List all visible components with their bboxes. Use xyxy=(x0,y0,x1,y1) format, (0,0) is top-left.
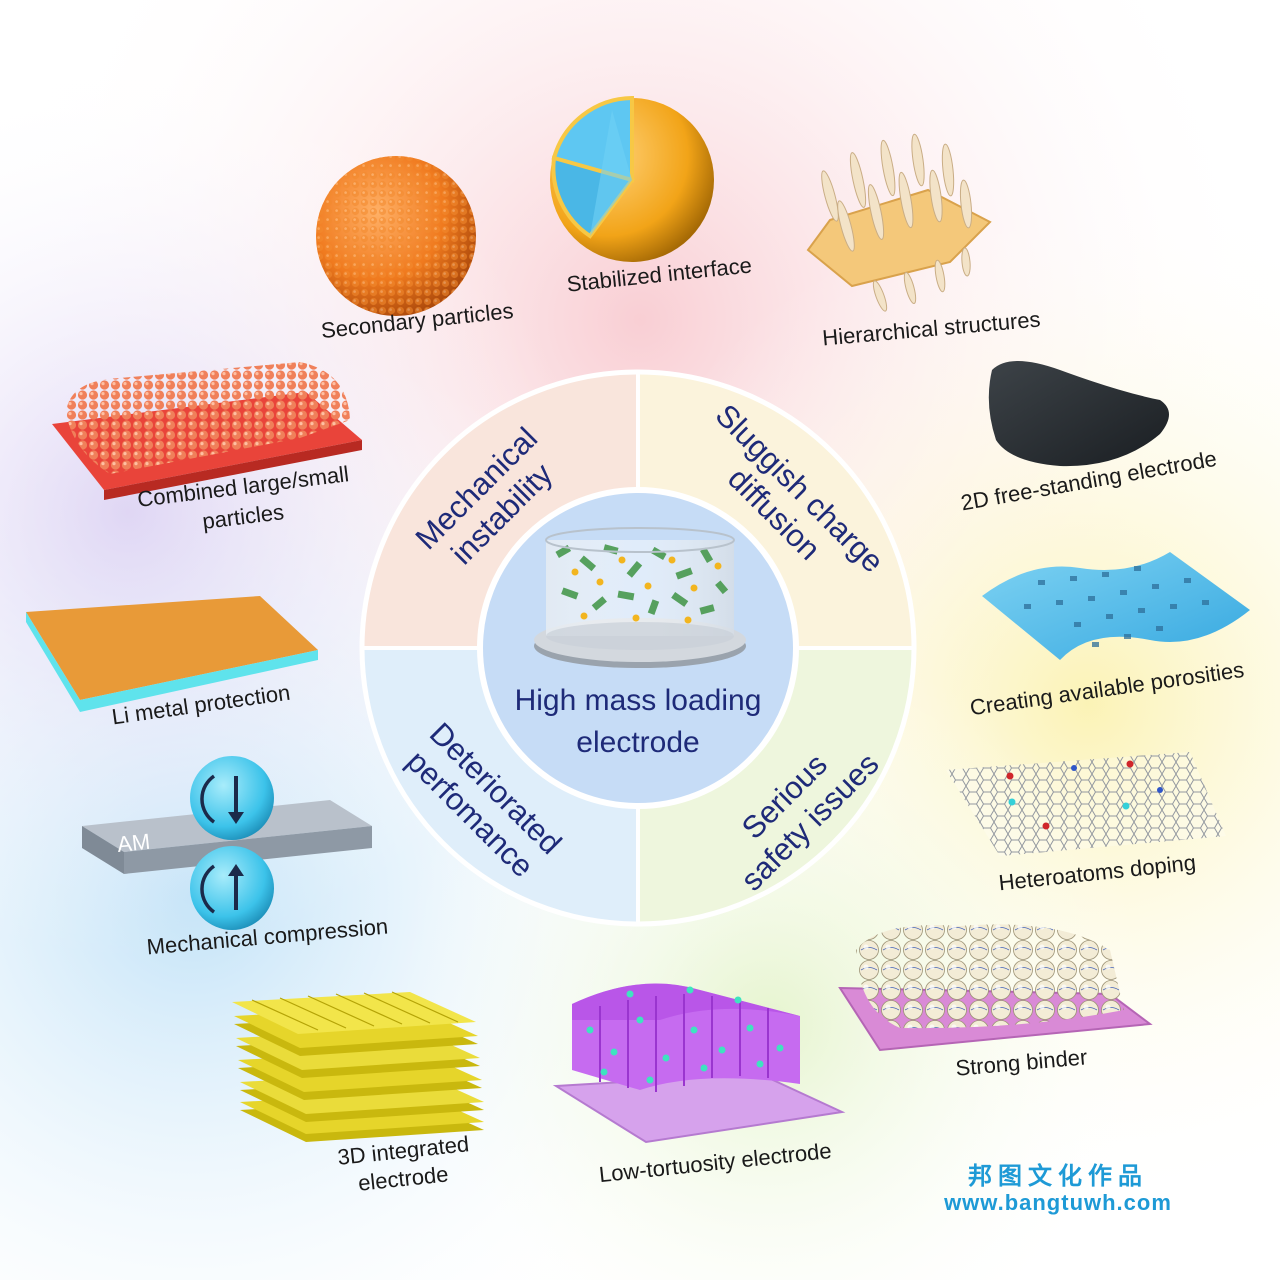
center-title-line2: electrode xyxy=(576,726,699,759)
li-metal-slab xyxy=(26,596,318,700)
integrated-3d-item: 3D integrated electrode xyxy=(232,991,484,1196)
porous-film xyxy=(982,552,1250,660)
protection-layer xyxy=(80,650,318,712)
combined-particles-item: Combined large/small particles xyxy=(52,362,362,534)
am-label: AM xyxy=(116,829,151,857)
watermark-line1: 邦图文化作品 xyxy=(968,1162,1148,1190)
mixed-particles xyxy=(66,362,350,474)
strong-binder-item: Strong binder xyxy=(838,924,1153,1081)
challenge-wheel: Mechanical instability Sluggish charge d… xyxy=(359,369,917,927)
low-tortuosity-item: Low-tortuosity electrode xyxy=(552,983,846,1187)
woven-stack xyxy=(232,991,484,1142)
watermark-line2: www.bangtuwh.com xyxy=(943,1190,1172,1215)
center-title-line1: High mass loading xyxy=(515,684,762,717)
watermark: 邦图文化作品 www.bangtuwh.com xyxy=(943,1162,1172,1215)
rotate-arrow-upper-icon xyxy=(200,774,216,824)
doped-graphene-lattice xyxy=(946,752,1226,856)
bound-particles xyxy=(856,924,1124,1029)
wheel-rim xyxy=(359,369,917,927)
rotate-arrow-lower-icon xyxy=(200,864,216,914)
electrode-beaker-illustration xyxy=(534,527,746,668)
hex-substrate xyxy=(806,188,992,288)
graphene-sheet xyxy=(988,361,1169,467)
